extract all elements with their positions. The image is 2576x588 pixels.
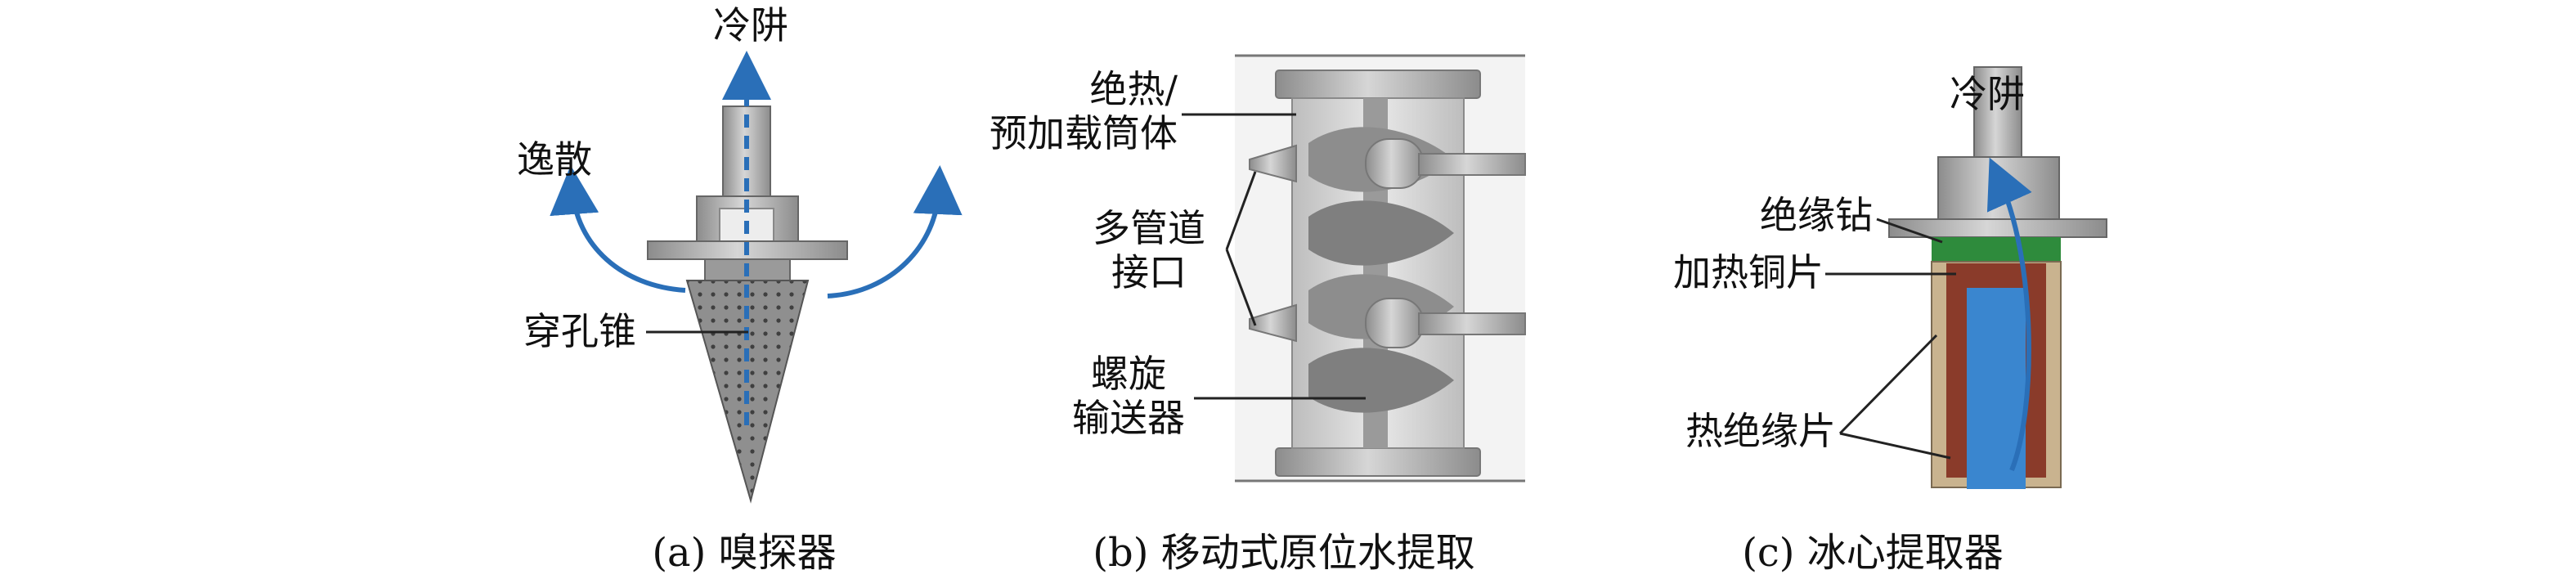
label-insulated-drill: 绝缘钻	[1760, 193, 1873, 237]
label-insulation-2: 预加载筒体	[990, 111, 1178, 155]
caption-a: (a) 嗅探器	[652, 530, 837, 576]
dissipation-arrow-right	[827, 165, 963, 298]
leader-thermal-insulation-b	[1839, 432, 1951, 460]
leader-insulated-drill	[1876, 218, 1943, 244]
label-heating-copper: 加热铜片	[1673, 250, 1824, 294]
label-cold-trap-a: 冷阱	[713, 3, 788, 47]
label-ports-1: 多管道	[1093, 206, 1205, 250]
caption-c: (c) 冰心提取器	[1742, 530, 2004, 576]
label-cold-trap-c: 冷阱	[1950, 72, 2025, 116]
ice-core-illustration	[1888, 66, 2107, 489]
leader-thermal-insulation-a	[1838, 334, 1938, 435]
label-auger-1: 螺旋	[1091, 352, 1166, 396]
extraction-illustration	[1235, 54, 1526, 483]
leader-ports	[1225, 171, 1257, 250]
label-insulation-1: 绝热/	[1089, 67, 1178, 111]
label-dissipation: 逸散	[517, 137, 592, 182]
sniffer-illustration	[647, 51, 848, 504]
label-thermal-insulation: 热绝缘片	[1685, 409, 1836, 453]
caption-b: (b) 移动式原位水提取	[1093, 530, 1475, 576]
dissipation-arrow-left	[550, 165, 686, 293]
leader-ports-2	[1225, 249, 1257, 326]
label-ports-2: 接口	[1111, 250, 1187, 294]
label-perforated-cone: 穿孔锥	[523, 309, 636, 353]
label-auger-2: 输送器	[1072, 396, 1185, 440]
